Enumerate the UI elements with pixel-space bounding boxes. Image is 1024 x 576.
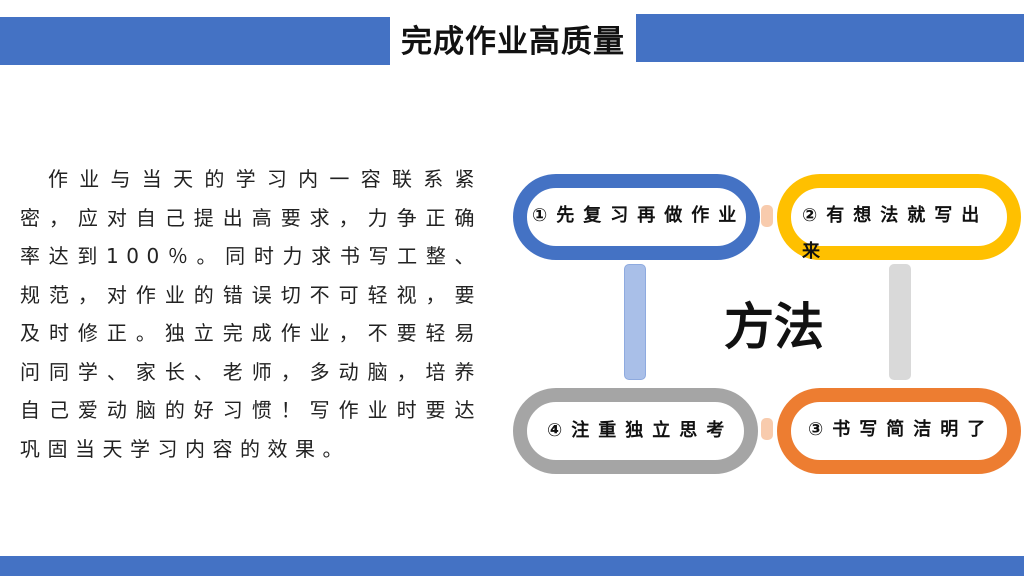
connector-right <box>889 264 911 380</box>
body-paragraph: 作业与当天的学习内一容联系紧密，应对自己提出高要求，力争正确率达到100％。同时… <box>20 167 482 461</box>
connector-bottom <box>761 418 773 440</box>
method-step-2-label: ②有想法就写出来 <box>802 205 989 262</box>
method-step-4-label: ④注重独立思考 <box>547 420 734 441</box>
method-step-3-label: ③书写简洁明了 <box>808 419 995 440</box>
method-pill-4 <box>513 388 758 474</box>
method-center-label: 方法 <box>724 298 824 356</box>
method-pill-2 <box>777 174 1021 260</box>
title-band-right <box>636 14 1024 62</box>
connector-left <box>624 264 646 380</box>
method-pill-1 <box>513 174 760 260</box>
bottom-band <box>0 556 1024 576</box>
method-pill-3 <box>777 388 1021 474</box>
slide-title: 完成作业高质量 <box>401 24 625 60</box>
method-step-1-label: ①先复习再做作业 <box>532 205 746 226</box>
title-band-left <box>0 17 390 65</box>
connector-top <box>761 205 773 227</box>
